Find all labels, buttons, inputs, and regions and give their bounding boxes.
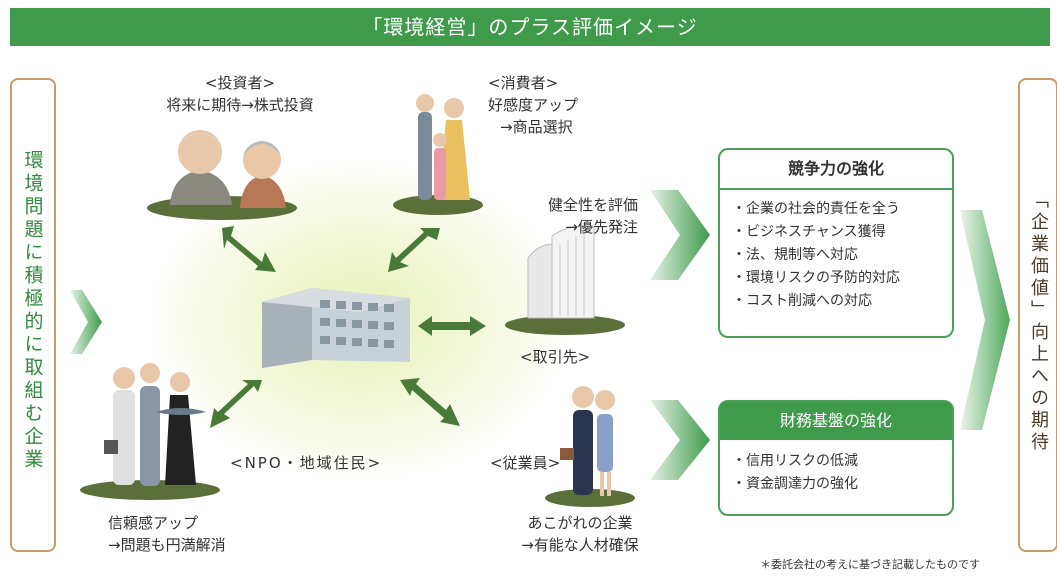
consumer-label: <消費者> 好感度アップ →商品選択 <box>488 72 648 138</box>
title-banner: 「環境経営」のプラス評価イメージ <box>10 8 1050 46</box>
employee-line2: →有能な人材確保 <box>521 536 639 554</box>
right-label-box: 「企業価値」向上への期待 <box>1018 78 1057 552</box>
npo-line2: →問題も円満解消 <box>108 536 226 554</box>
npo-label: 信頼感アップ →問題も円満解消 <box>108 512 226 556</box>
business-name: <取引先> <box>520 348 591 366</box>
arrow-consumer <box>388 228 440 272</box>
competitiveness-panel: 競争力の強化 企業の社会的責任を全う ビジネスチャンス獲得 法、規制等へ対応 環… <box>718 148 954 338</box>
competitiveness-item: 法、規制等へ対応 <box>732 244 952 267</box>
npo-line1: 信頼感アップ <box>108 514 199 532</box>
company-building <box>262 288 410 368</box>
footnote: ＊委託会社の考えに基づき記載したものです <box>760 558 980 571</box>
left-label-box: 環境問題に積極的に取組む企業 <box>10 78 56 552</box>
competitiveness-item: 企業の社会的責任を全う <box>732 198 952 221</box>
business-ground <box>505 315 625 335</box>
employee-label: あこがれの企業 →有能な人材確保 <box>490 512 670 556</box>
investor-desc: 将来に期待→株式投資 <box>166 96 314 114</box>
consumer-name: <消費者> <box>488 74 559 92</box>
arrow-employee <box>400 378 460 426</box>
employee-line1: あこがれの企業 <box>527 514 633 532</box>
financial-list: 信用リスクの低減 資金調達力の強化 <box>720 440 952 496</box>
competitiveness-item: コスト削減への対応 <box>732 290 952 313</box>
financial-item: 資金調達力の強化 <box>732 473 952 496</box>
competitiveness-list: 企業の社会的責任を全う ビジネスチャンス獲得 法、規制等へ対応 環境リスクの予防… <box>720 190 952 313</box>
arrow-investor <box>222 226 276 272</box>
competitiveness-item: 環境リスクの予防的対応 <box>732 267 952 290</box>
competitiveness-heading: 競争力の強化 <box>720 150 952 190</box>
npo-name: <NPO・地域住民> <box>230 454 383 472</box>
upper-flow-arrow <box>650 190 710 280</box>
right-label: 「企業価値」向上への期待 <box>1028 190 1049 454</box>
business-line2: →優先発注 <box>565 218 638 236</box>
arrow-partner <box>418 316 486 336</box>
arrow-npo <box>210 380 262 428</box>
employee-ground <box>545 489 635 507</box>
left-label: 環境問題に積極的に取組む企業 <box>21 150 44 472</box>
lower-flow-arrow <box>650 400 710 480</box>
competitiveness-item: ビジネスチャンス獲得 <box>732 221 952 244</box>
investor-label: <投資者> 将来に期待→株式投資 <box>140 72 340 116</box>
business-line1: 健全性を評価 <box>547 196 638 214</box>
right-flow-arrow <box>960 210 1010 430</box>
business-label: 健全性を評価 →優先発注 <box>498 194 638 238</box>
investor-figures <box>170 130 286 208</box>
financial-item: 信用リスクの低減 <box>732 450 952 473</box>
consumer-line1: 好感度アップ <box>488 96 579 114</box>
consumer-figures <box>416 94 470 200</box>
financial-heading: 財務基盤の強化 <box>720 402 952 440</box>
npo-figures <box>104 363 206 486</box>
relation-arrows <box>210 226 486 428</box>
investor-name: <投資者> <box>204 74 276 92</box>
employee-name: <従業員> <box>490 454 561 472</box>
consumer-line2: →商品選択 <box>500 118 573 136</box>
partner-building <box>527 225 595 319</box>
left-flow-arrow <box>70 290 102 354</box>
employee-figures <box>560 386 615 496</box>
financial-panel: 財務基盤の強化 信用リスクの低減 資金調達力の強化 <box>718 400 954 516</box>
